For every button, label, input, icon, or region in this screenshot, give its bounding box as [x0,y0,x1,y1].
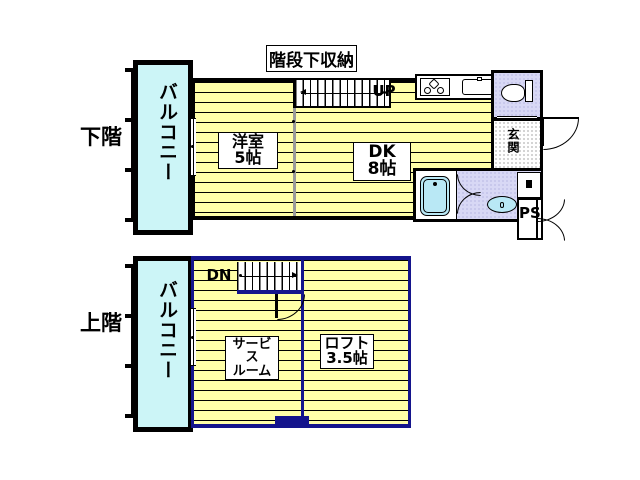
bathtub-drain-icon [433,182,437,186]
partition-dot [292,120,295,123]
upper-balcony [138,261,188,427]
stair-start-dot [239,274,242,277]
toilet-icon [501,84,525,102]
stair-end-dot [383,91,386,94]
washbasin-faucet-icon [500,202,504,208]
sliding-door-dot [191,336,194,339]
entrance-label: 玄関 [506,128,520,154]
lower-floor-plan: バルコニー UP 洋室 5帖 DK 8帖 [125,60,579,241]
upper-staircase [237,262,301,290]
lower-floor-side-label: 下階 [80,125,122,149]
entrance-door-leaf[interactable] [541,118,544,146]
entrance-door-swing-icon [543,118,579,150]
balcony-rail-line [131,70,133,222]
sliding-door-dot [191,145,194,148]
stair-up-label: UP [372,82,396,100]
ps-label: PS [519,204,541,222]
balcony-rail-line [131,266,133,418]
upper-room-partition-wall [301,260,304,424]
stove-burner-icon [424,87,431,94]
washing-machine-drain-icon [526,180,532,188]
room-partition-wall [293,82,296,216]
lower-staircase [295,80,389,106]
ps-box [519,200,541,238]
room-label-loft: ロフト 3.5帖 [320,334,374,369]
upper-floor-plan: バルコニー DN サービス ルーム ロフト 3.5帖 [125,250,565,440]
room-label-dk: DK 8帖 [353,142,411,181]
upper-balcony-label: バルコニー [156,280,178,380]
lower-balcony-label: バルコニー [156,82,178,182]
upper-floor-sill [275,416,309,424]
kitchen-faucet-icon [477,77,482,81]
under-stairs-storage-label: 階段下収納 [266,45,357,72]
entrance-area [494,121,540,169]
stove-burner-icon [437,87,444,94]
stair-direction-line [240,276,298,277]
toilet-tank-icon [525,80,533,102]
entrance-door-frame [543,117,579,119]
stair-direction-line [300,93,384,94]
loft-door-leaf[interactable] [275,294,278,318]
stair-landing-wall [237,290,301,294]
lower-balcony [138,65,188,230]
ps-door-jamb [536,198,538,240]
room-label-washitsu: 洋室 5帖 [218,132,278,169]
stair-dn-label: DN [206,266,232,284]
ps-door-swing-icon [537,218,565,241]
room-label-service-room: サービス ルーム [225,336,279,380]
partition-dot [292,170,295,173]
upper-floor-side-label: 上階 [80,311,122,335]
stair-dn-arrow-icon [292,272,298,278]
stair-up-arrow-icon [300,89,306,95]
